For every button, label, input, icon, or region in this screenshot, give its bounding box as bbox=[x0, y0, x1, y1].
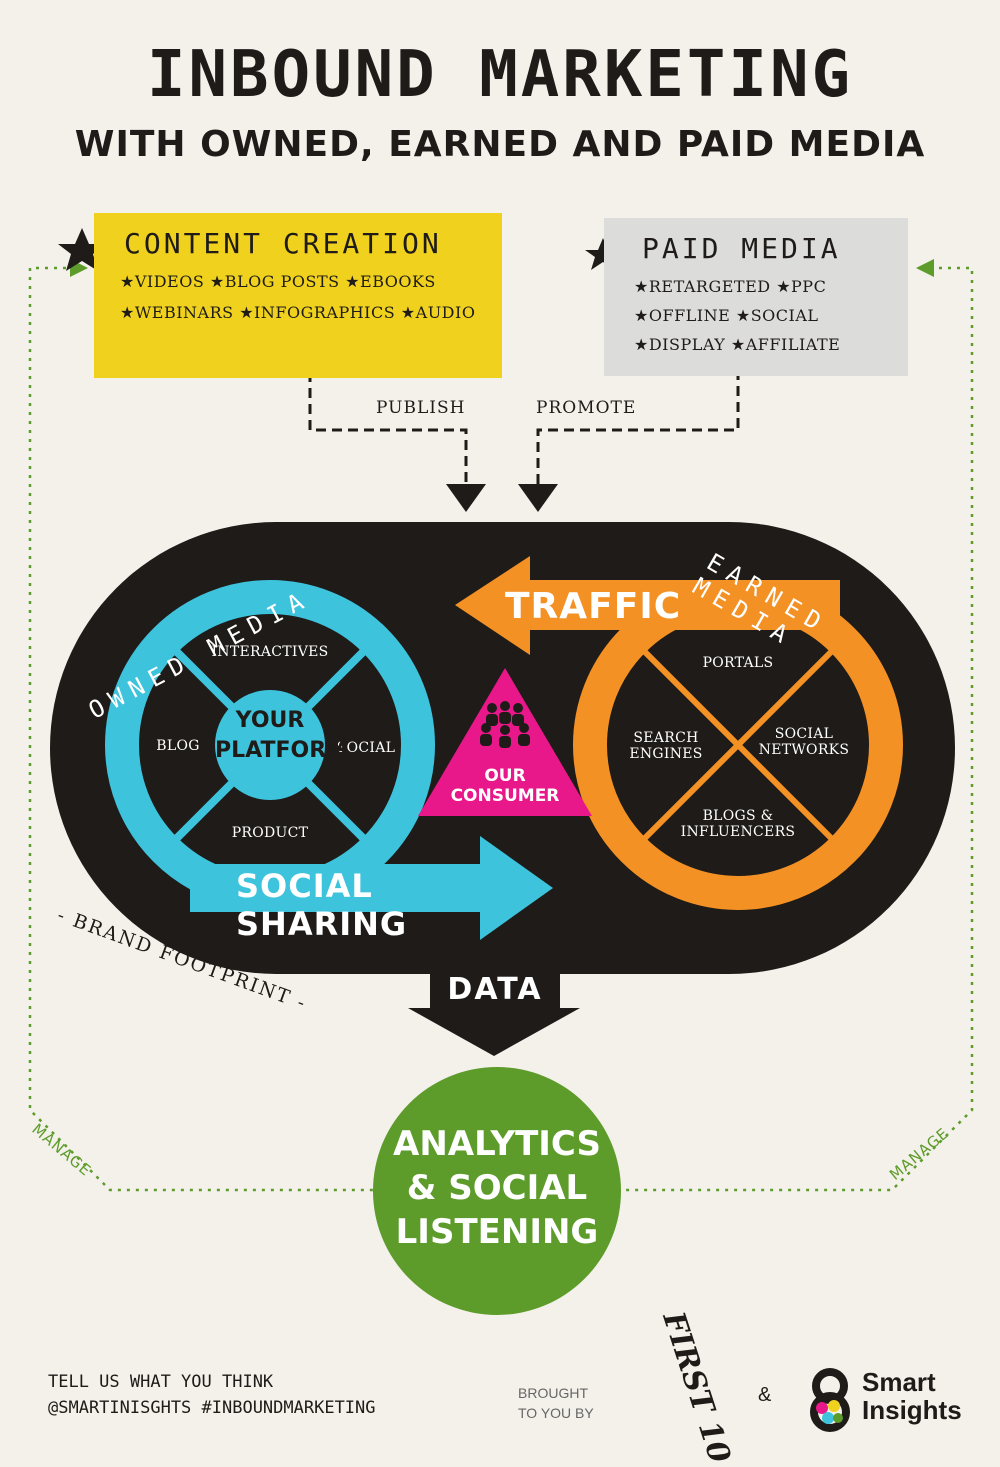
paid-media-line-3: ★DISPLAY ★AFFILIATE bbox=[634, 335, 841, 354]
footer-hashtag-line[interactable]: @SMARTINISGHTS #INBOUNDMARKETING bbox=[48, 1398, 376, 1418]
content-creation-line-1: ★VIDEOS ★BLOG POSTS ★EBOOKS bbox=[120, 272, 436, 291]
content-creation-line-2: ★WEBINARS ★INFOGRAPHICS ★AUDIO bbox=[120, 303, 476, 322]
earned-social-networks: SOCIAL NETWORKS bbox=[752, 726, 856, 758]
publish-dashed-line bbox=[308, 370, 740, 488]
earned-media-label-wrap: EARNED MEDIA bbox=[688, 540, 950, 740]
analytics-circle bbox=[373, 1067, 621, 1315]
promote-arrowhead bbox=[518, 484, 558, 512]
content-creation-heading: CONTENT CREATION bbox=[124, 227, 442, 260]
consumer-label: OUR CONSUMER bbox=[430, 766, 580, 806]
earned-social-line-2: NETWORKS bbox=[758, 742, 850, 758]
traffic-label: TRAFFIC bbox=[505, 586, 682, 627]
owned-interactives: INTERACTIVES bbox=[211, 644, 329, 660]
earned-blogs-influencers: BLOGS & INFLUENCERS bbox=[668, 808, 808, 840]
smart-insights-line-2: Insights bbox=[862, 1395, 962, 1425]
data-arrow bbox=[408, 960, 580, 1056]
consumer-line-1: OUR bbox=[484, 766, 526, 786]
owned-blog: BLOG bbox=[156, 738, 200, 754]
earned-blogs-line-2: INFLUENCERS bbox=[680, 824, 796, 840]
page-title: INBOUND MARKETING bbox=[146, 38, 854, 112]
first-ten-logo[interactable]: FIRST 10 bbox=[630, 1308, 737, 1467]
social-sharing-label: SOCIAL SHARING bbox=[236, 867, 408, 943]
analytics-label: ANALYTICS & SOCIAL LISTENING bbox=[385, 1122, 609, 1254]
traffic-arrow bbox=[455, 556, 840, 655]
brought-to-you-by: BROUGHT TO YOU BY bbox=[518, 1383, 594, 1423]
earned-media-dividers bbox=[635, 642, 841, 848]
earned-portals: PORTALS bbox=[702, 655, 774, 671]
owned-social: SOCIAL bbox=[336, 740, 396, 756]
smart-insights-logo-icon[interactable] bbox=[804, 1366, 856, 1432]
paid-media-line-2: ★OFFLINE ★SOCIAL bbox=[634, 306, 819, 325]
manage-arrowhead-right bbox=[916, 259, 934, 277]
your-platform-line-2: PLATFORM bbox=[215, 738, 349, 763]
owned-product: PRODUCT bbox=[231, 825, 309, 841]
brought-line-1: BROUGHT bbox=[518, 1385, 588, 1401]
paid-media-line-1: ★RETARGETED ★PPC bbox=[634, 277, 827, 296]
consumer-line-2: CONSUMER bbox=[450, 786, 560, 806]
earned-search-line-2: ENGINES bbox=[629, 746, 703, 762]
your-platform-label: YOUR PLATFORM bbox=[215, 706, 349, 766]
analytics-line-1: ANALYTICS bbox=[393, 1124, 601, 1164]
page-subtitle: WITH OWNED, EARNED AND PAID MEDIA bbox=[74, 124, 926, 165]
social-sharing-arrow bbox=[190, 836, 553, 940]
smart-insights-line-1: Smart bbox=[862, 1367, 936, 1397]
paid-media-heading: PAID MEDIA bbox=[642, 232, 841, 265]
earned-media-label: EARNED MEDIA bbox=[688, 548, 833, 653]
publish-arrowhead bbox=[446, 484, 486, 512]
manage-loop-line bbox=[28, 266, 974, 1192]
ampersand: & bbox=[758, 1384, 772, 1406]
smart-insights-wordmark: Smart Insights bbox=[862, 1368, 962, 1424]
earned-social-line-1: SOCIAL bbox=[774, 726, 834, 742]
data-label: DATA bbox=[447, 972, 543, 1007]
people-group-icon bbox=[474, 700, 536, 752]
footer-feedback-line: TELL US WHAT YOU THINK bbox=[48, 1372, 274, 1392]
content-creation-box: CONTENT CREATION ★VIDEOS ★BLOG POSTS ★EB… bbox=[94, 213, 502, 378]
paid-media-box: PAID MEDIA ★RETARGETED ★PPC ★OFFLINE ★SO… bbox=[604, 218, 908, 376]
earned-search-line-1: SEARCH bbox=[633, 730, 699, 746]
your-platform-line-1: YOUR bbox=[235, 708, 305, 733]
earned-search-engines: SEARCH ENGINES bbox=[618, 730, 714, 762]
brought-line-2: TO YOU BY bbox=[518, 1405, 594, 1421]
analytics-line-3: LISTENING bbox=[395, 1212, 599, 1252]
your-platform-circle bbox=[215, 690, 325, 800]
earned-blogs-line-1: BLOGS & bbox=[702, 808, 774, 824]
promote-label: PROMOTE bbox=[536, 398, 637, 418]
publish-label: PUBLISH bbox=[376, 398, 466, 418]
analytics-line-2: & SOCIAL bbox=[406, 1168, 588, 1208]
